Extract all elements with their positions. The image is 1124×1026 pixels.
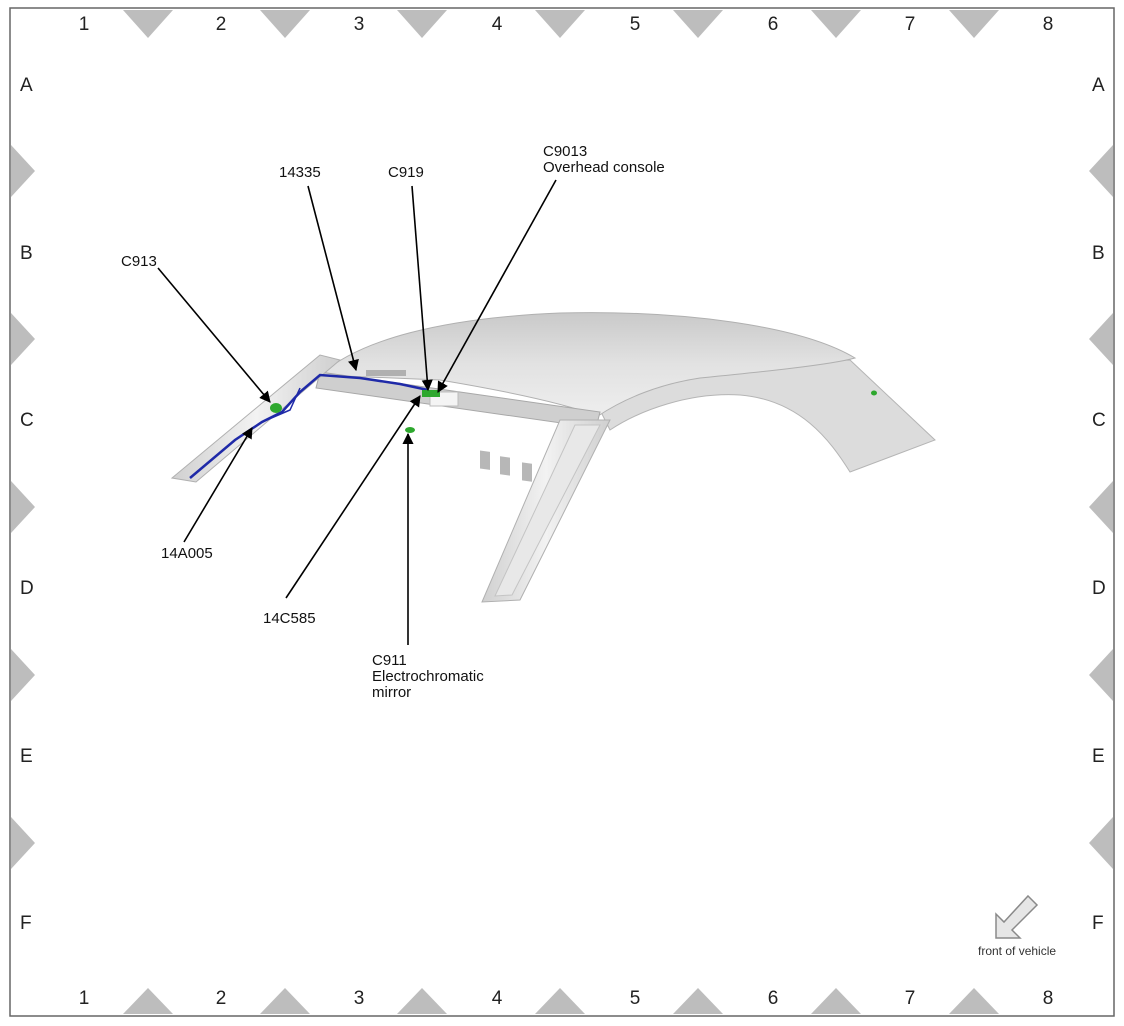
grid-col-top-5: 5 xyxy=(629,14,641,35)
grid-col-top-1: 1 xyxy=(78,14,90,35)
leader-c913 xyxy=(157,267,271,403)
grid-row-left-e: E xyxy=(20,746,33,767)
connector-rear xyxy=(871,390,877,396)
grid-row-right-e: E xyxy=(1092,746,1105,767)
grid-col-top-8: 8 xyxy=(1042,14,1054,35)
grid-markers-right xyxy=(1089,145,1113,869)
grid-row-left-d: D xyxy=(20,578,34,599)
grid-col-top-6: 6 xyxy=(767,14,779,35)
front-of-vehicle-label: front of vehicle xyxy=(978,944,1057,958)
callout-c911-desc-line2: mirror xyxy=(372,684,412,701)
grid-col-bottom-8: 8 xyxy=(1042,988,1054,1009)
callout-c9013-desc: Overhead console xyxy=(543,159,665,176)
leader-14a005 xyxy=(183,427,253,543)
callout-c919: C919 xyxy=(388,165,424,181)
grid-col-bottom-3: 3 xyxy=(353,988,365,1009)
callout-c9013-code: C9013 xyxy=(543,143,588,160)
leader-c919 xyxy=(411,185,433,392)
grid-col-bottom-6: 6 xyxy=(767,988,779,1009)
leader-14335 xyxy=(307,185,359,372)
front-of-vehicle-arrow-icon xyxy=(995,894,1039,939)
callout-c919-code: C919 xyxy=(388,164,424,181)
grid-row-left-a: A xyxy=(20,75,33,96)
callout-14c585: 14C585 xyxy=(263,611,316,627)
callout-c9013: C9013 Overhead console xyxy=(543,144,665,176)
diagram-border xyxy=(9,7,1115,1017)
callout-c913-code: C913 xyxy=(121,253,157,270)
callout-14c585-code: 14C585 xyxy=(263,610,316,627)
leader-14c585 xyxy=(285,395,421,599)
connector-c913 xyxy=(270,403,282,413)
roof-illustration xyxy=(170,312,936,603)
grid-col-top-3: 3 xyxy=(353,14,365,35)
callout-14a005-code: 14A005 xyxy=(161,545,213,562)
grid-row-right-f: F xyxy=(1092,913,1104,934)
leader-c9013 xyxy=(437,179,557,393)
grid-col-bottom-2: 2 xyxy=(215,988,227,1009)
connector-c919-c9013 xyxy=(422,390,440,397)
grid-col-top-4: 4 xyxy=(491,14,503,35)
grid-markers-bottom xyxy=(123,988,999,1014)
grid-col-top-2: 2 xyxy=(215,14,227,35)
grid-row-left-c: C xyxy=(20,410,34,431)
grid-row-right-b: B xyxy=(1092,243,1105,264)
grid-row-left-f: F xyxy=(20,913,32,934)
callout-c911: C911 Electrochromatic mirror xyxy=(372,653,484,701)
grid-row-right-c: C xyxy=(1092,410,1106,431)
wiring-harness-branch xyxy=(261,387,301,423)
grid-markers-top xyxy=(123,10,999,38)
grid-col-bottom-4: 4 xyxy=(491,988,503,1009)
callout-14335-code: 14335 xyxy=(279,164,321,181)
callout-c911-desc-line1: Electrochromatic xyxy=(372,668,484,685)
grid-col-top-7: 7 xyxy=(904,14,916,35)
grid-col-bottom-1: 1 xyxy=(78,988,90,1009)
callout-c913: C913 xyxy=(121,254,157,270)
grid-markers-left xyxy=(11,145,35,869)
grid-row-left-b: B xyxy=(20,243,33,264)
callout-14335: 14335 xyxy=(279,165,321,181)
connector-c911 xyxy=(405,427,415,433)
callout-c911-code: C911 xyxy=(372,652,407,669)
grid-col-bottom-5: 5 xyxy=(629,988,641,1009)
callout-14a005: 14A005 xyxy=(161,546,213,562)
grid-row-right-d: D xyxy=(1092,578,1106,599)
grid-row-right-a: A xyxy=(1092,75,1105,96)
grid-col-bottom-7: 7 xyxy=(904,988,916,1009)
